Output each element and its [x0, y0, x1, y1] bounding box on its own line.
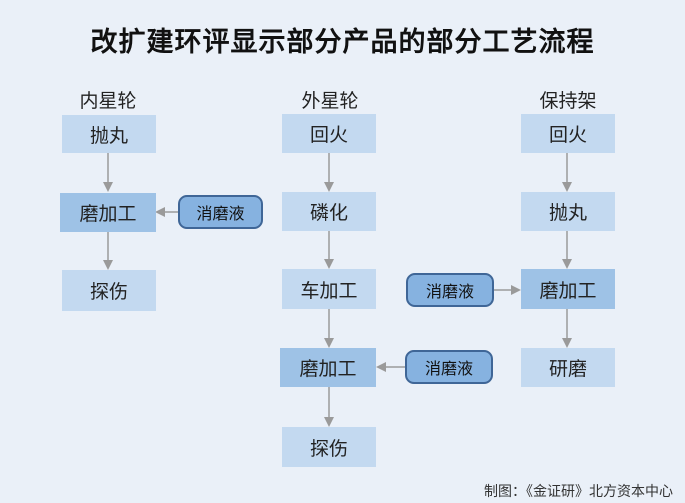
column-head-outer-race: 外星轮	[301, 90, 359, 112]
diagram-title: 改扩建环评显示部分产品的部分工艺流程	[90, 27, 595, 58]
step-c2-4: 磨加工	[280, 348, 376, 387]
step-c2-1: 回火	[282, 114, 376, 153]
step-c2-2: 磷化	[282, 192, 376, 231]
step-c3-3: 磨加工	[521, 269, 615, 309]
step-c3-4: 研磨	[521, 348, 615, 387]
step-c3-1: 回火	[521, 114, 615, 153]
step-c1-2: 磨加工	[60, 193, 156, 232]
step-c1-1: 抛丸	[62, 115, 156, 153]
step-c1-3: 探伤	[62, 270, 156, 311]
column-head-cage: 保持架	[539, 90, 597, 112]
source-credit: 制图：《金证研》北方资本中心	[484, 484, 673, 500]
input-c1: 消磨液	[178, 195, 263, 229]
step-c3-2: 抛丸	[521, 192, 615, 231]
input-c2: 消磨液	[405, 350, 493, 384]
input-c3: 消磨液	[406, 273, 494, 307]
step-c2-5: 探伤	[282, 427, 376, 467]
column-head-inner-race: 内星轮	[79, 90, 137, 112]
step-c2-3: 车加工	[282, 269, 376, 309]
